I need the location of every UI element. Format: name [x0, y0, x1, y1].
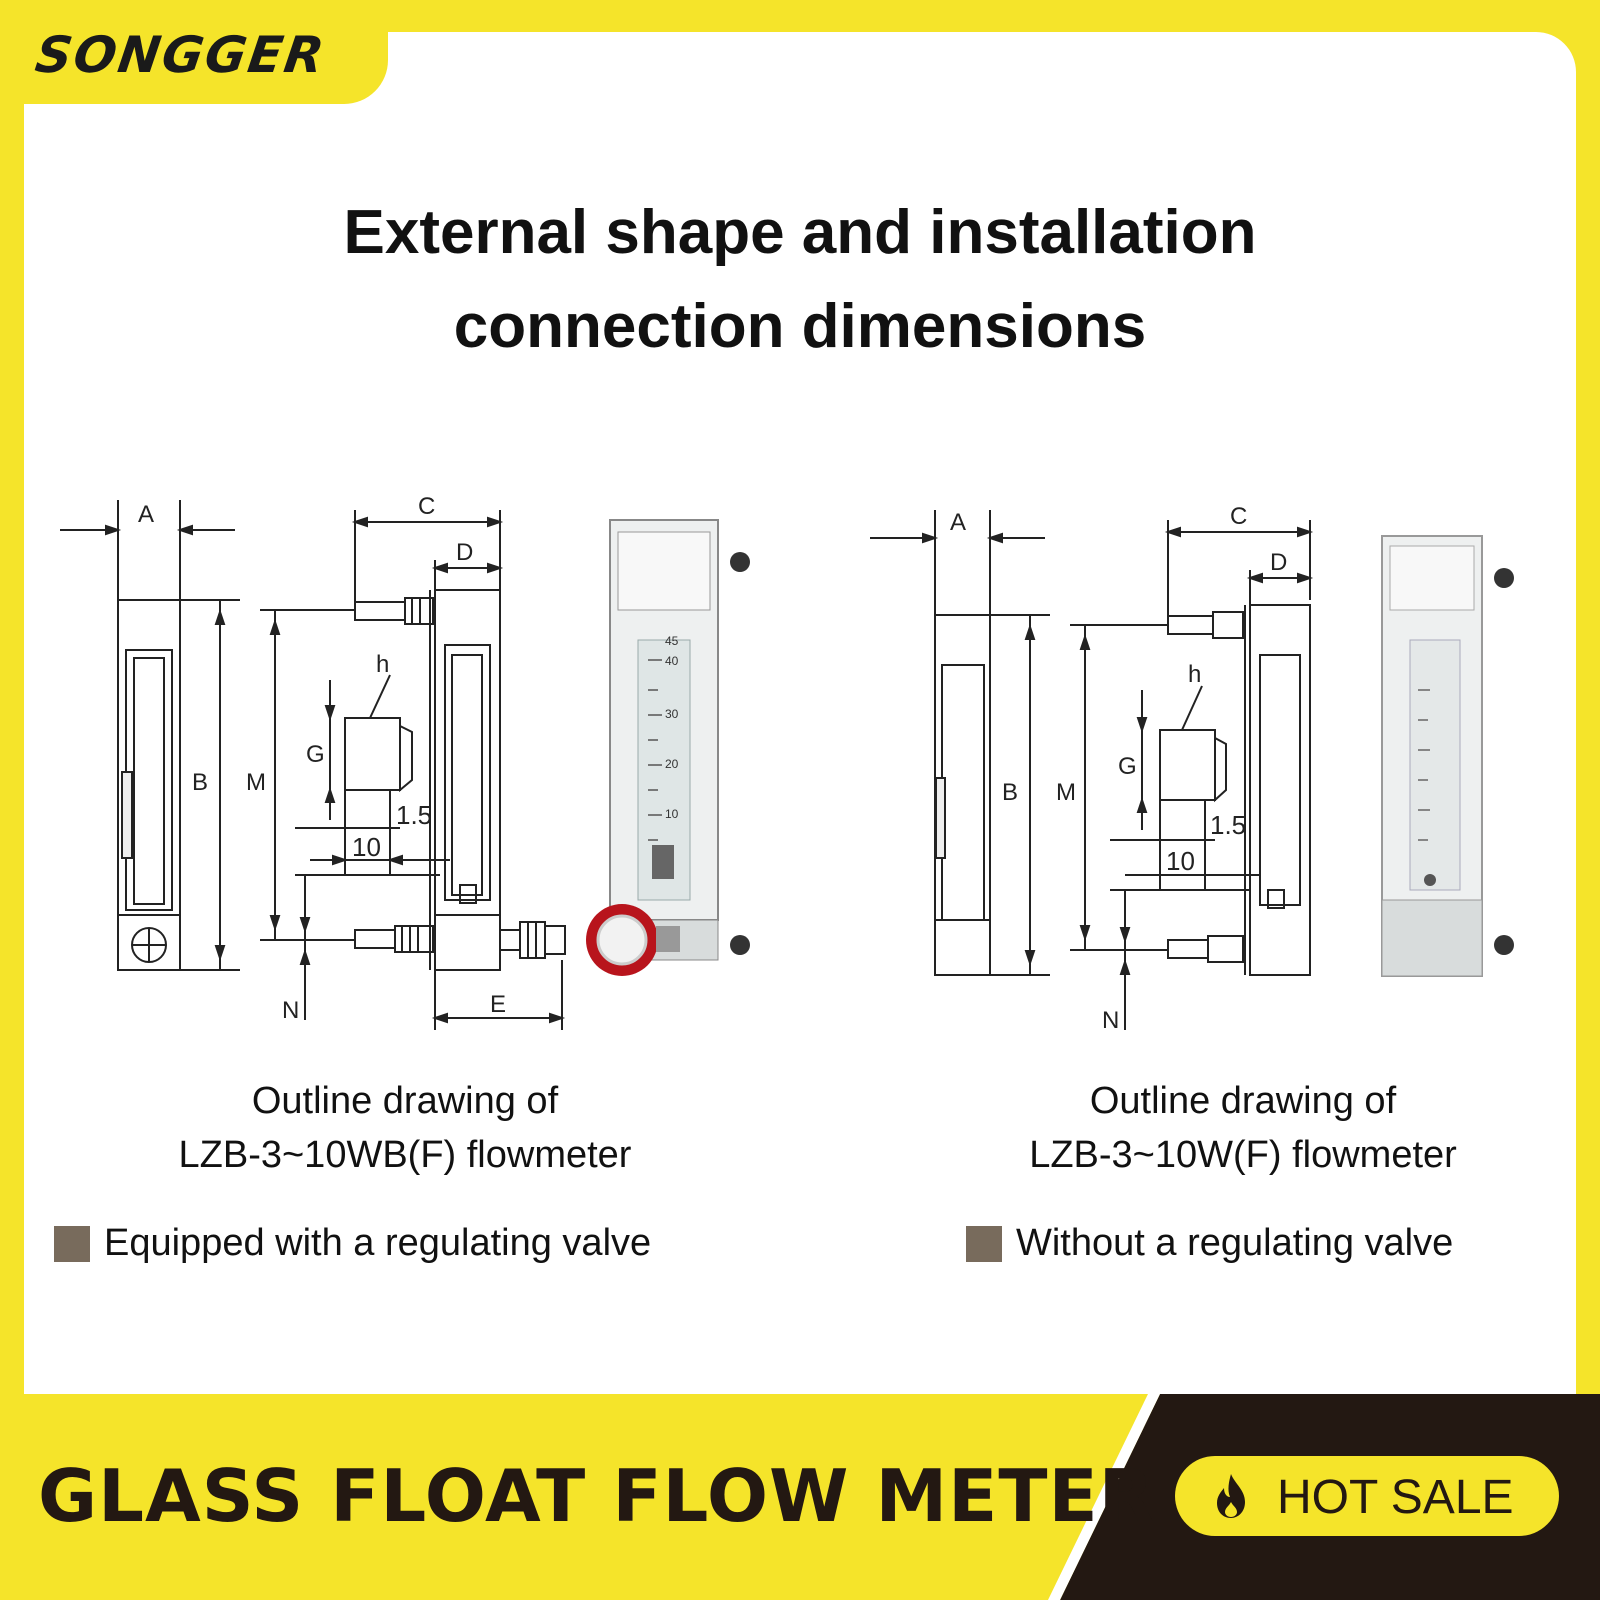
scale-label: 40 [665, 654, 679, 668]
right-caption: Outline drawing of LZB-3~10W(F) flowmete… [938, 1074, 1548, 1182]
fire-icon [1217, 1474, 1245, 1518]
left-note: Equipped with a regulating valve [54, 1222, 651, 1265]
scale-label: 10 [665, 807, 679, 821]
right-note: Without a regulating valve [966, 1222, 1453, 1265]
left-caption-line-2: LZB-3~10WB(F) flowmeter [178, 1134, 632, 1176]
scale-label: 45 [665, 634, 679, 648]
dim-label-h: h [1188, 661, 1201, 688]
dim-label-10: 10 [352, 832, 381, 862]
title-line-1: External shape and installation [343, 198, 1257, 267]
scale-label: 20 [665, 757, 679, 771]
dim-label-a: A [950, 509, 966, 536]
right-meter-photo [1381, 535, 1514, 977]
product-name: GLASS FLOAT FLOW METER [38, 1454, 1156, 1538]
right-outline-drawing: A B C D M N G h 1.5 10 [870, 503, 1514, 1034]
left-meter-photo [586, 519, 750, 976]
dim-label-c: C [418, 493, 435, 520]
dim-label-m: M [1056, 779, 1076, 806]
dim-label-d: D [1270, 549, 1287, 576]
title-line-2: connection dimensions [453, 292, 1147, 361]
left-caption: Outline drawing of LZB-3~10WB(F) flowmet… [100, 1074, 710, 1182]
dim-label-1-5: 1.5 [1210, 810, 1246, 840]
right-note-text: Without a regulating valve [1016, 1222, 1454, 1264]
brand-logo: SONGGER [31, 26, 330, 84]
dim-label-n: N [1102, 1007, 1119, 1034]
dim-label-m: M [246, 769, 266, 796]
dim-label-e: E [490, 991, 506, 1018]
dim-label-g: G [1118, 753, 1137, 780]
dim-label-d: D [456, 539, 473, 566]
right-caption-line-2: LZB-3~10W(F) flowmeter [1029, 1134, 1457, 1176]
scale-label: 30 [665, 707, 679, 721]
dim-label-n: N [282, 997, 299, 1024]
logo-tab: SONGGER [0, 0, 388, 104]
dim-label-h: h [376, 651, 389, 678]
dim-label-b: B [1002, 779, 1018, 806]
dim-label-b: B [192, 769, 208, 796]
note-square-icon [54, 1225, 90, 1262]
hot-sale-label: HOT SALE [1277, 1471, 1514, 1524]
content-frame [24, 32, 1576, 1394]
left-caption-line-1: Outline drawing of [251, 1080, 559, 1122]
dim-label-c: C [1230, 503, 1247, 530]
dim-label-10: 10 [1166, 846, 1195, 876]
dim-label-a: A [138, 501, 154, 528]
right-caption-line-1: Outline drawing of [1089, 1080, 1397, 1122]
dim-label-g: G [306, 741, 325, 768]
hot-sale-badge[interactable]: HOT SALE [1175, 1456, 1559, 1536]
left-note-text: Equipped with a regulating valve [104, 1222, 652, 1264]
page-title: External shape and installation connecti… [100, 186, 1500, 374]
dim-label-1-5: 1.5 [396, 800, 432, 830]
note-square-icon [966, 1225, 1002, 1262]
left-outline-drawing: A B C D E M N G h 1.5 10 45 40 30 20 10 [60, 493, 750, 1030]
